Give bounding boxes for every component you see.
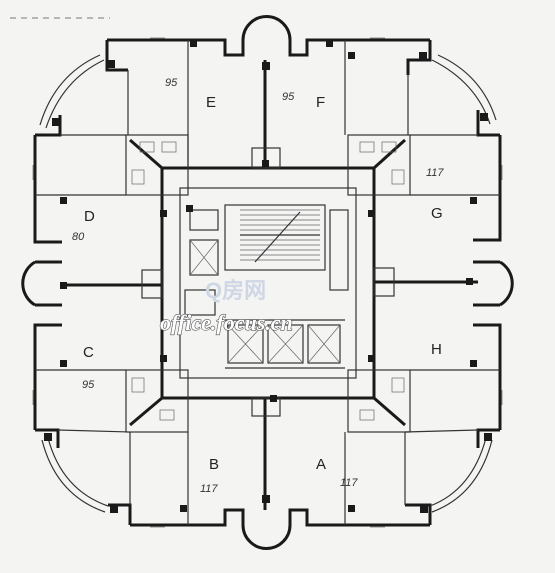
unit-label-h: H bbox=[431, 341, 442, 358]
unit-label-f: F bbox=[316, 94, 325, 111]
stair-treads bbox=[240, 209, 320, 263]
core-vestibules bbox=[141, 147, 395, 417]
watermark-logo: Q房网 bbox=[205, 278, 266, 303]
central-core bbox=[160, 166, 376, 400]
note-g: 117 bbox=[426, 167, 444, 179]
unit-label-d: D bbox=[84, 208, 95, 225]
note-f: 95 bbox=[282, 91, 295, 103]
unit-label-a: A bbox=[316, 456, 326, 473]
structural-columns bbox=[44, 40, 492, 513]
note-c: 95 bbox=[82, 379, 95, 391]
restrooms bbox=[125, 134, 411, 433]
unit-label-g: G bbox=[431, 205, 443, 222]
elevator-bank bbox=[225, 319, 345, 369]
semicircle-bays bbox=[21, 15, 514, 550]
unit-label-e: E bbox=[206, 94, 216, 111]
unit-partitions bbox=[35, 40, 500, 525]
corner-diagonals bbox=[129, 138, 407, 427]
note-a: 117 bbox=[340, 477, 358, 489]
watermark: Q房网 office.focus.cn bbox=[159, 278, 293, 336]
note-d: 80 bbox=[72, 231, 85, 243]
window-marks bbox=[32, 37, 503, 528]
unit-label-b: B bbox=[209, 456, 219, 473]
note-e: 95 bbox=[165, 77, 178, 89]
note-b: 117 bbox=[200, 483, 218, 495]
unit-label-c: C bbox=[83, 344, 94, 361]
corner-curves bbox=[39, 54, 497, 513]
watermark-site: office.focus.cn bbox=[160, 310, 293, 335]
